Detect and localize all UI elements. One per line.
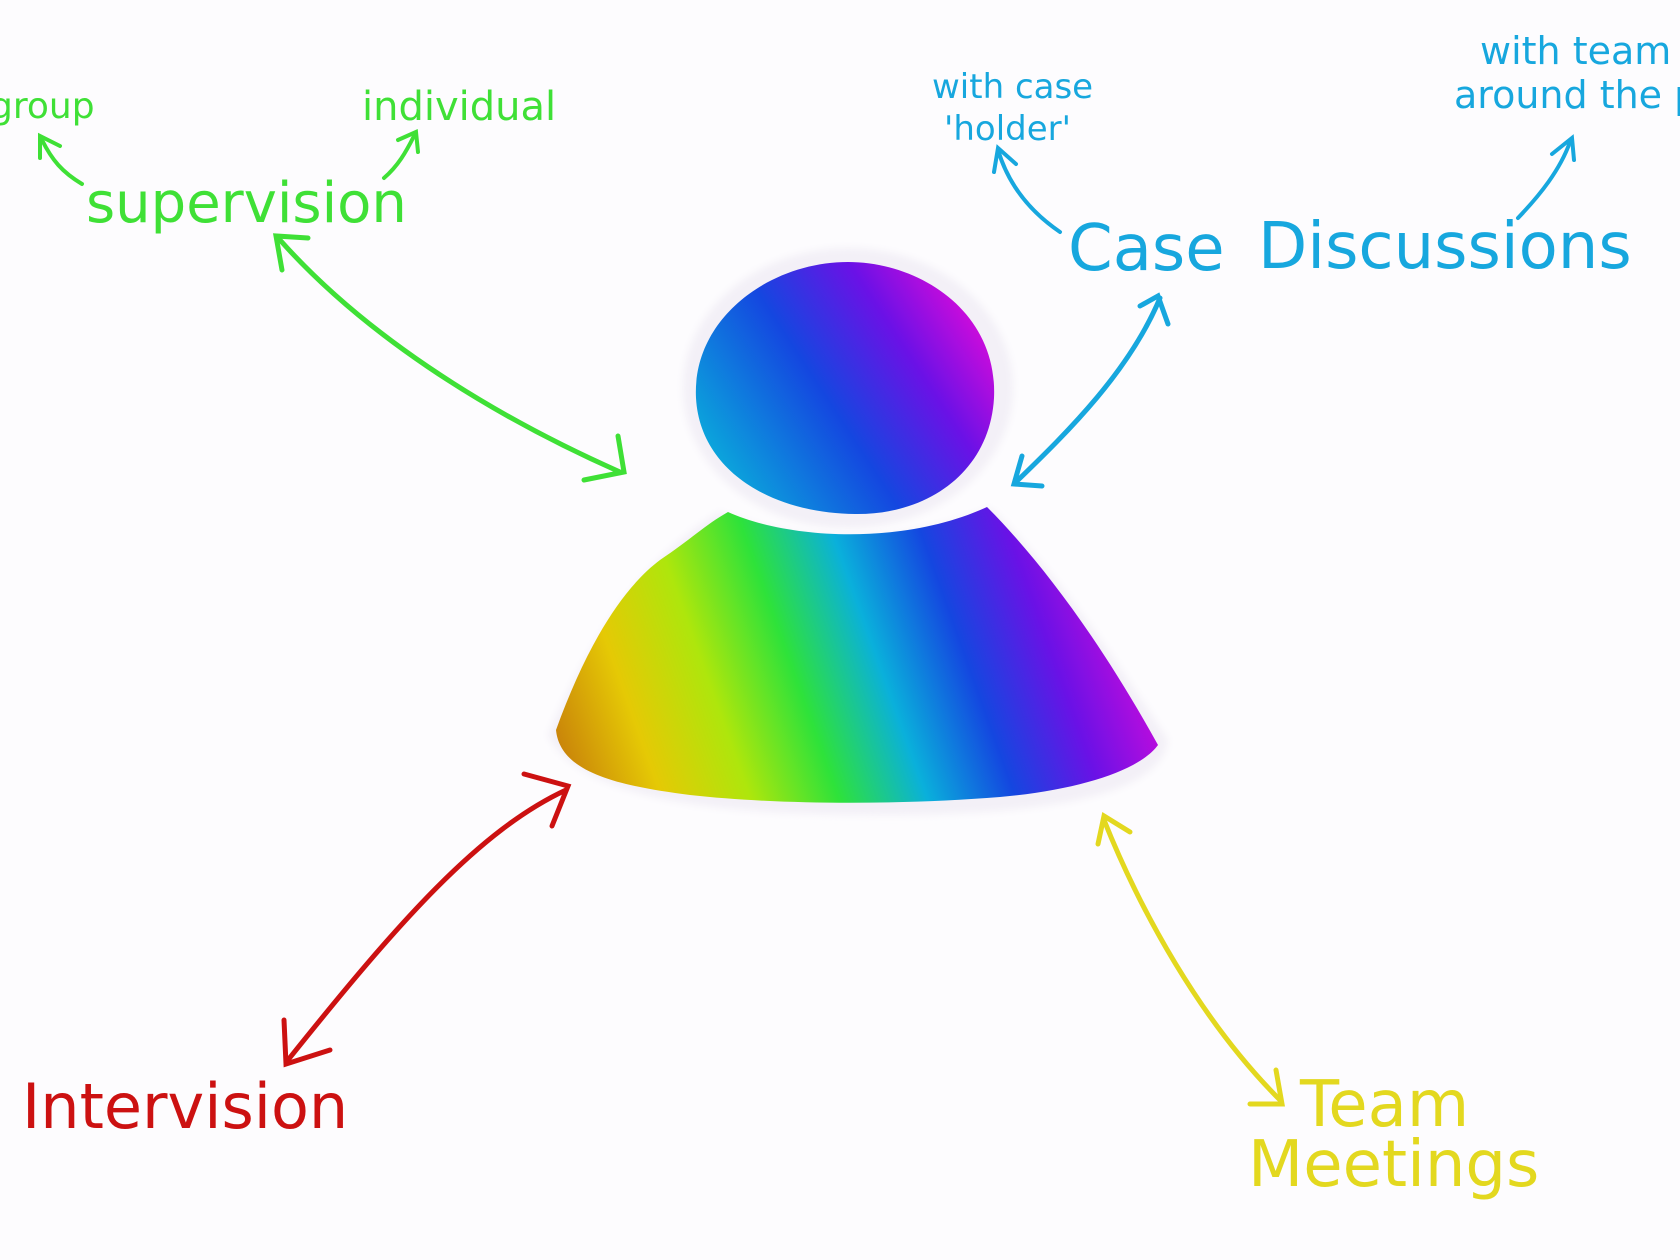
supervision-individual-arrow — [382, 134, 416, 180]
case-discussions-group: Case Discussions with case 'holder' with… — [932, 29, 1680, 489]
supervision-group: supervision group individual — [0, 84, 627, 483]
team-arrowhead-top — [1095, 812, 1133, 847]
supervision-connector — [277, 237, 623, 475]
case-discussions-connector — [1013, 295, 1163, 485]
supervision-group-arrow — [40, 138, 84, 186]
holder-label: 'holder' — [944, 109, 1071, 149]
with-case-label: with case — [932, 67, 1093, 107]
intervision-group: Intervision — [22, 771, 572, 1143]
with-team-arrowhead — [1550, 134, 1576, 162]
intervision-label: Intervision — [22, 1070, 348, 1143]
person-body — [556, 507, 1158, 803]
intervision-arrowhead-bottom — [281, 1017, 333, 1068]
with-case-arrowhead — [992, 144, 1018, 174]
team-meetings-group: Team Meetings — [1095, 812, 1539, 1202]
supervision-group-label: group — [0, 86, 95, 127]
supervision-arrowhead-bottom — [581, 433, 627, 483]
intervision-arrowhead-top — [521, 771, 572, 829]
supervision-label: supervision — [86, 171, 407, 236]
supervision-individual-label: individual — [362, 84, 556, 130]
person-head — [695, 262, 995, 515]
intervision-connector — [285, 787, 569, 1063]
meetings-label: Meetings — [1248, 1128, 1539, 1202]
team-arrowhead-bottom — [1247, 1067, 1285, 1107]
supervision-individual-arrowhead — [396, 129, 420, 154]
with-case-arrow — [996, 148, 1062, 234]
person-icon — [548, 248, 1168, 815]
team-meetings-connector — [1101, 817, 1283, 1103]
discussions-label: Discussions — [1258, 210, 1632, 284]
supervision-arrowhead-top — [272, 233, 311, 273]
with-team-label: with team — [1480, 29, 1671, 73]
case-arrowhead-top — [1137, 292, 1171, 327]
supervision-group-arrowhead — [38, 132, 62, 160]
around-the-p-label: around the p — [1454, 73, 1680, 117]
case-label: Case — [1068, 212, 1225, 286]
with-team-arrow — [1516, 140, 1572, 220]
case-arrowhead-bottom — [1010, 453, 1045, 489]
team-label: Team — [1299, 1068, 1469, 1142]
